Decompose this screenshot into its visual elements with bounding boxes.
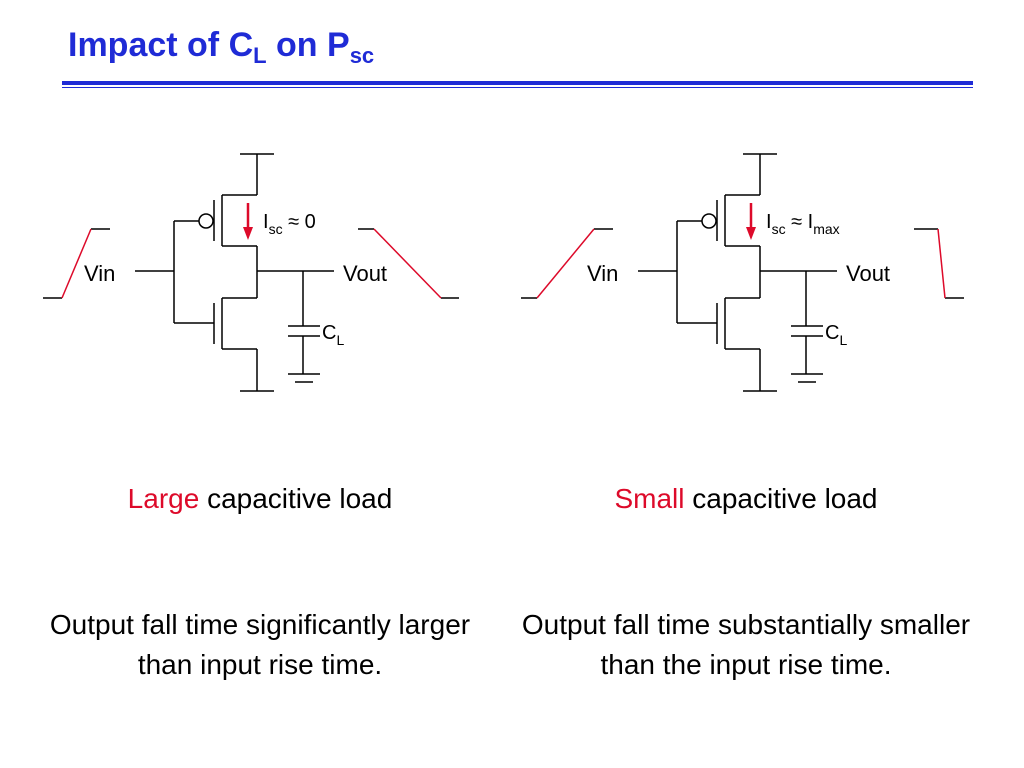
left-cap-main: C [322, 322, 336, 344]
right-load-highlight: Small [614, 483, 685, 514]
left-current-rel: ≈ [283, 211, 305, 233]
right-circuit [521, 153, 964, 392]
left-ground-symbol [288, 373, 320, 383]
left-nmos-transistor [174, 271, 258, 391]
right-current-sub: sc [772, 221, 786, 237]
right-output-edge [937, 228, 946, 299]
title-subscript-l: L [253, 43, 267, 68]
left-pmos-transistor [173, 194, 258, 323]
title-text: Impact of C [68, 26, 254, 64]
left-current-arrow [243, 203, 253, 240]
right-current-arrow [746, 203, 756, 240]
left-current-label: Isc ≈ 0 [263, 211, 316, 237]
right-current-value: I [808, 211, 814, 233]
left-load-capacitor [288, 271, 320, 374]
right-ground-symbol [791, 373, 823, 383]
right-cap-main: C [825, 322, 839, 344]
right-vdd-rail [743, 153, 777, 195]
right-current-main: I [766, 211, 772, 233]
title-mid: on P [266, 26, 350, 64]
left-vdd-rail [240, 153, 274, 195]
right-current-rel: ≈ [786, 211, 808, 233]
left-output-waveform [358, 228, 459, 299]
right-current-label: Isc ≈ Imax [766, 211, 840, 237]
right-load-capacitor [791, 271, 823, 374]
right-pmos-bubble [701, 213, 717, 229]
right-output-waveform [914, 228, 964, 299]
right-vout-label: Vout [846, 261, 890, 286]
left-input-waveform [43, 228, 110, 299]
right-cap-sub: L [839, 332, 847, 348]
left-input-edge [61, 228, 92, 299]
left-vin-label: Vin [84, 261, 115, 286]
left-load-rest: capacitive load [199, 483, 393, 514]
right-input-waveform [521, 228, 613, 299]
left-load-highlight: Large [127, 483, 200, 514]
left-pmos-bubble [198, 213, 214, 229]
left-current-main: I [263, 211, 269, 233]
right-load-rest: capacitive load [684, 483, 878, 514]
right-nmos-transistor [677, 271, 761, 391]
right-input-edge [536, 228, 595, 299]
left-current-sub: sc [269, 221, 283, 237]
title-rule-thick [62, 81, 973, 85]
left-output-edge [373, 228, 442, 299]
left-circuit [43, 153, 459, 392]
right-pmos-transistor [676, 194, 761, 323]
left-vout-label: Vout [343, 261, 387, 286]
left-cap-sub: L [336, 332, 344, 348]
right-vin-label: Vin [587, 261, 618, 286]
title-rule-thin [62, 87, 973, 88]
right-current-value-sub: max [813, 221, 839, 237]
page-title: Impact of CL on Psc [68, 24, 375, 68]
right-description: Output fall time substantially smaller t… [521, 609, 971, 680]
left-description: Output fall time significantly larger th… [49, 609, 471, 680]
left-capacitor-label: CL [322, 322, 344, 348]
left-load-caption: Large capacitive load [30, 479, 490, 519]
left-current-value: 0 [305, 211, 316, 233]
right-capacitor-label: CL [825, 322, 847, 348]
right-load-caption: Small capacitive load [516, 479, 976, 519]
title-subscript-sc: sc [349, 43, 375, 68]
